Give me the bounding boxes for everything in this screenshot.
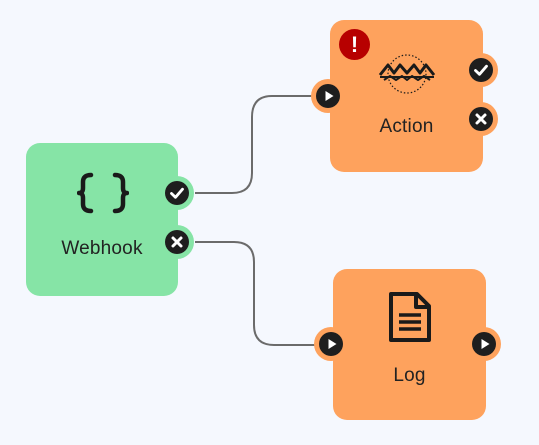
log-node[interactable]: Log	[333, 269, 486, 420]
action-success-port[interactable]	[464, 53, 498, 87]
close-icon	[165, 230, 189, 254]
check-icon	[469, 58, 493, 82]
close-icon	[469, 107, 493, 131]
webhook-label: Webhook	[61, 238, 143, 259]
action-failure-port[interactable]	[464, 102, 498, 136]
log-input-port[interactable]	[314, 327, 348, 361]
fme-logo-icon	[378, 54, 436, 94]
action-input-port[interactable]	[311, 79, 345, 113]
play-icon	[319, 332, 343, 356]
log-output-port[interactable]	[467, 327, 501, 361]
curly-braces-icon	[77, 172, 129, 214]
edge-webhook-failure-to-log[interactable]	[195, 241, 316, 346]
webhook-node[interactable]: Webhook	[26, 143, 178, 296]
error-badge: !	[339, 29, 370, 60]
check-icon	[165, 181, 189, 205]
webhook-failure-port[interactable]	[160, 225, 194, 259]
edge-webhook-success-to-action[interactable]	[195, 95, 314, 194]
document-icon	[389, 292, 431, 342]
action-label: Action	[379, 116, 434, 137]
play-icon	[472, 332, 496, 356]
play-icon	[316, 84, 340, 108]
log-label: Log	[393, 365, 426, 386]
webhook-success-port[interactable]	[160, 176, 194, 210]
